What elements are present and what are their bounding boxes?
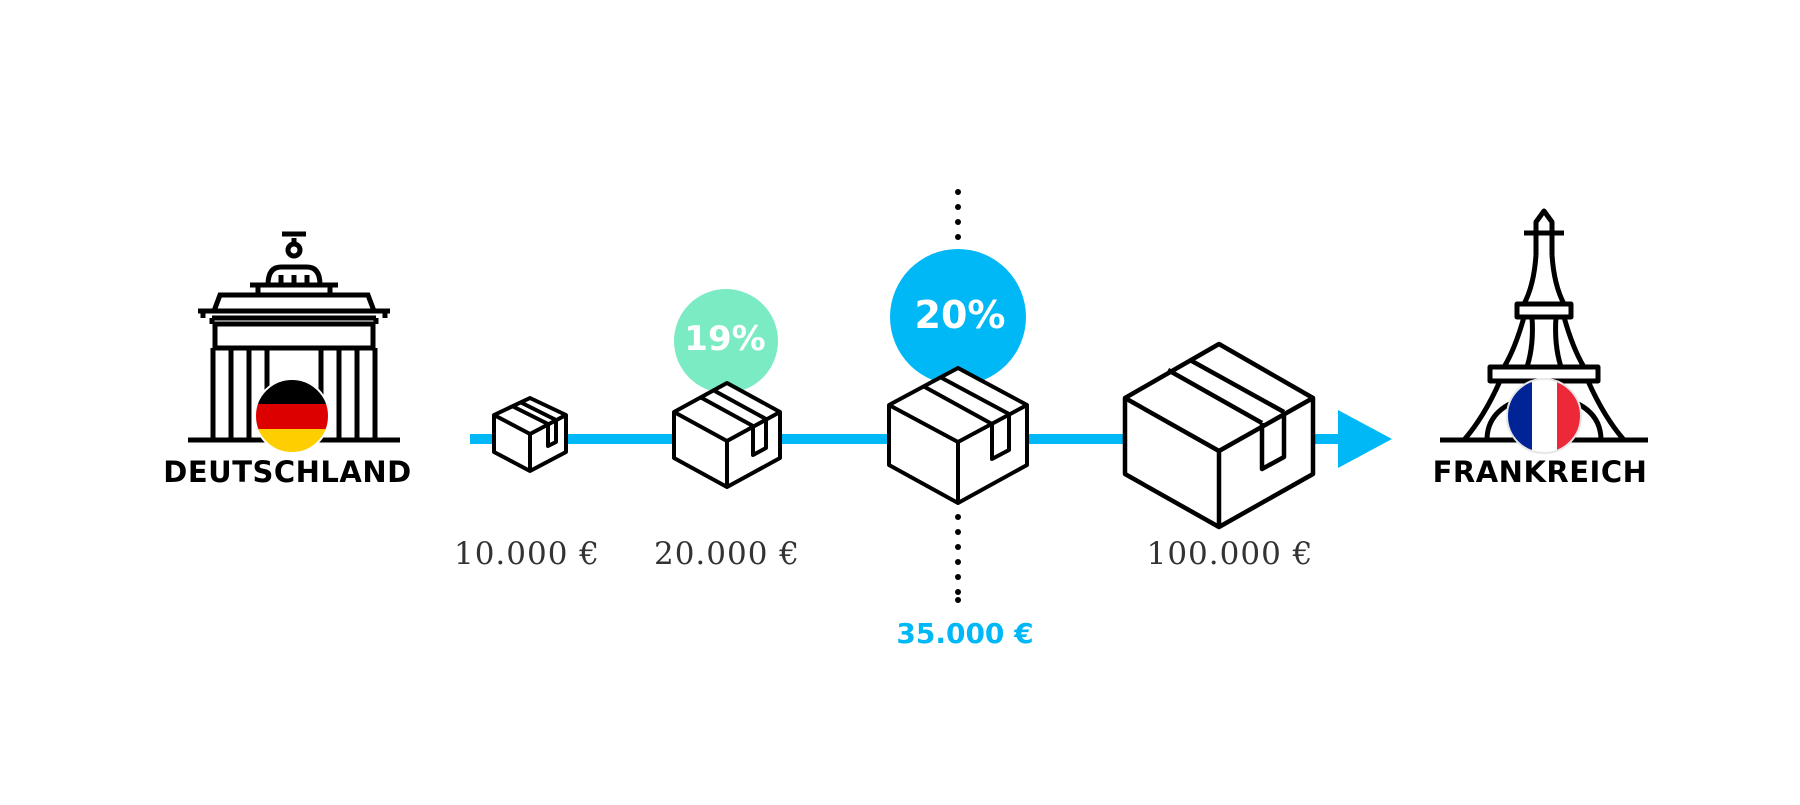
price-label: 100.000 € <box>1146 536 1314 572</box>
germany-flag-icon <box>254 378 330 454</box>
origin-country-label: DEUTSCHLAND <box>163 455 412 489</box>
price-label: 10.000 € <box>453 536 601 572</box>
destination-vat-rate: 20% <box>914 293 1006 337</box>
price-label: 20.000 € <box>653 536 801 572</box>
origin-rate-circle <box>674 289 778 393</box>
eiffel-tower-icon <box>1440 208 1648 443</box>
package-icon <box>887 366 1029 505</box>
package-icon <box>1122 341 1316 530</box>
threshold-dotted-line <box>955 189 961 603</box>
origin-vat-rate: 19% <box>684 319 766 359</box>
package-icon <box>672 381 782 489</box>
delivery-threshold-label: 35.000 € <box>896 617 1034 650</box>
destination-country-label: FRANKREICH <box>1432 455 1648 489</box>
shipping-arrow-head <box>1338 410 1392 468</box>
package-icon <box>492 396 568 473</box>
destination-rate-circle <box>890 249 1026 385</box>
france-flag-icon <box>1506 378 1582 454</box>
